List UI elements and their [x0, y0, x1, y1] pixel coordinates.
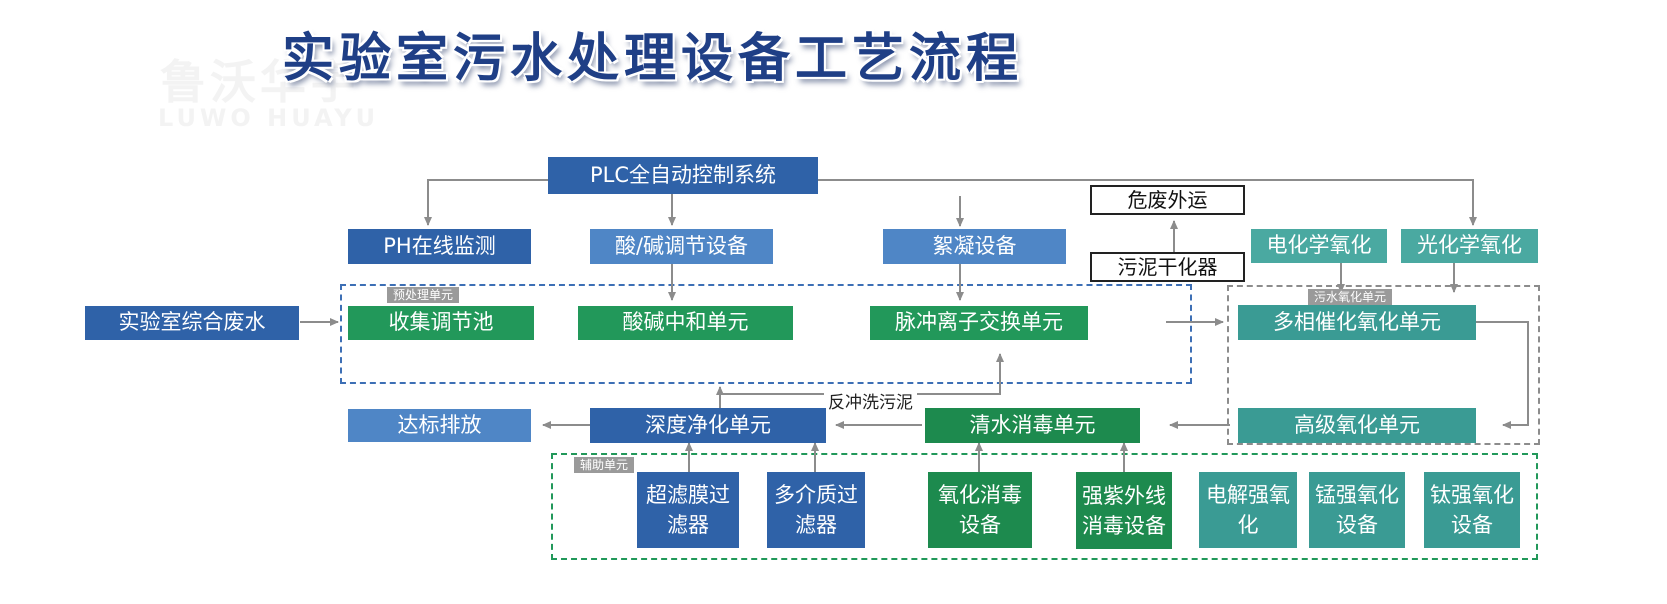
- multimedia-filter-box: 多介质过滤器: [767, 472, 865, 548]
- neutralization-box: 酸碱中和单元: [578, 306, 793, 340]
- oxidation-disinfect-box: 氧化消毒设备: [928, 472, 1032, 548]
- oxidation-group: [1227, 285, 1540, 445]
- multiphase-catalytic-box: 多相催化氧化单元: [1238, 305, 1476, 340]
- discharge-box: 达标排放: [348, 409, 531, 442]
- electrolysis-box: 电解强氧化: [1199, 472, 1297, 548]
- oxidation-tag: 污水氧化单元: [1308, 289, 1393, 305]
- titanium-oxidation-box: 钛强氧化设备: [1424, 472, 1520, 548]
- backwash-label: 反冲洗污泥: [824, 393, 917, 413]
- pretreatment-group: [340, 284, 1192, 384]
- plc-control-box: PLC全自动控制系统: [548, 157, 818, 194]
- hazard-transport-box: 危废外运: [1090, 185, 1245, 215]
- sludge-dryer-box: 污泥干化器: [1090, 252, 1245, 282]
- disinfection-box: 清水消毒单元: [925, 408, 1140, 443]
- inlet-wastewater-box: 实验室综合废水: [85, 306, 299, 340]
- ph-monitor-box: PH在线监测: [348, 229, 531, 264]
- photo-oxidation-box: 光化学氧化: [1401, 229, 1538, 263]
- deep-purify-box: 深度净化单元: [590, 408, 826, 443]
- advanced-oxidation-box: 高级氧化单元: [1238, 408, 1476, 443]
- pretreatment-tag: 预处理单元: [387, 287, 460, 303]
- ion-exchange-box: 脉冲离子交换单元: [870, 306, 1088, 340]
- uv-disinfect-box: 强紫外线消毒设备: [1076, 472, 1172, 549]
- auxiliary-group: [551, 453, 1538, 560]
- auxiliary-tag: 辅助单元: [574, 457, 635, 473]
- acid-base-adjust-box: 酸/碱调节设备: [590, 229, 773, 264]
- page-title: 实验室污水处理设备工艺流程: [281, 28, 1023, 89]
- electro-oxidation-box: 电化学氧化: [1251, 229, 1387, 263]
- flocculation-box: 絮凝设备: [883, 229, 1066, 264]
- collection-tank-box: 收集调节池: [348, 306, 534, 340]
- manganese-oxidation-box: 锰强氧化设备: [1309, 472, 1405, 548]
- uf-filter-box: 超滤膜过滤器: [637, 472, 739, 548]
